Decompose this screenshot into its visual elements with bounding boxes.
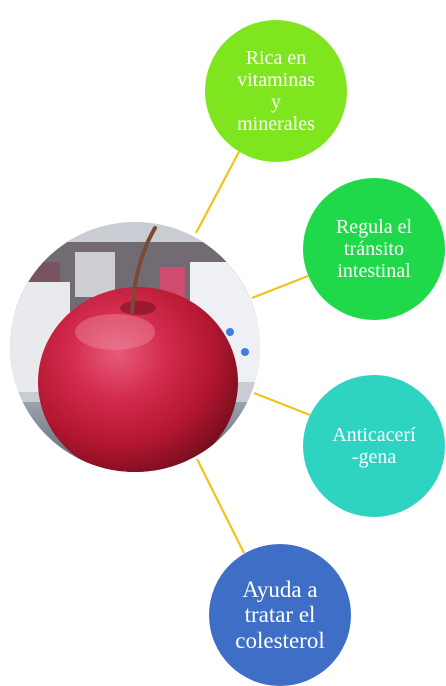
connector-4 [196,458,245,554]
bubble-vitamins-line-1: Rica en [245,47,307,69]
bubble-anticancer-line-1: Anticacerí [332,424,416,446]
connector-1 [195,147,242,234]
bubble-cholesterol: Ayuda a tratar el colesterol [209,544,351,686]
bubble-vitamins-line-2: vitaminas [237,69,315,91]
bubble-transit-line-2: tránsito [344,238,404,260]
bubble-transit: Regula el tránsito intestinal [303,178,445,320]
bubble-cholesterol-line-1: Ayuda a [242,577,318,603]
bubble-transit-line-3: intestinal [337,260,411,282]
bubble-vitamins: Rica en vitaminas y minerales [205,20,347,162]
bubble-vitamins-line-4: minerales [237,113,315,135]
apple-photo [10,222,260,472]
bubble-cholesterol-line-3: colesterol [235,627,325,653]
apple-image [10,222,260,472]
bubble-vitamins-line-3: y [270,91,281,113]
bubble-anticancer: Anticacerí -gena [303,375,445,517]
bubble-cholesterol-line-2: tratar el [244,602,316,628]
connector-2 [251,274,309,300]
bubble-anticancer-line-2: -gena [351,446,397,468]
bubble-transit-line-1: Regula el [335,216,413,238]
connector-3 [253,391,311,417]
